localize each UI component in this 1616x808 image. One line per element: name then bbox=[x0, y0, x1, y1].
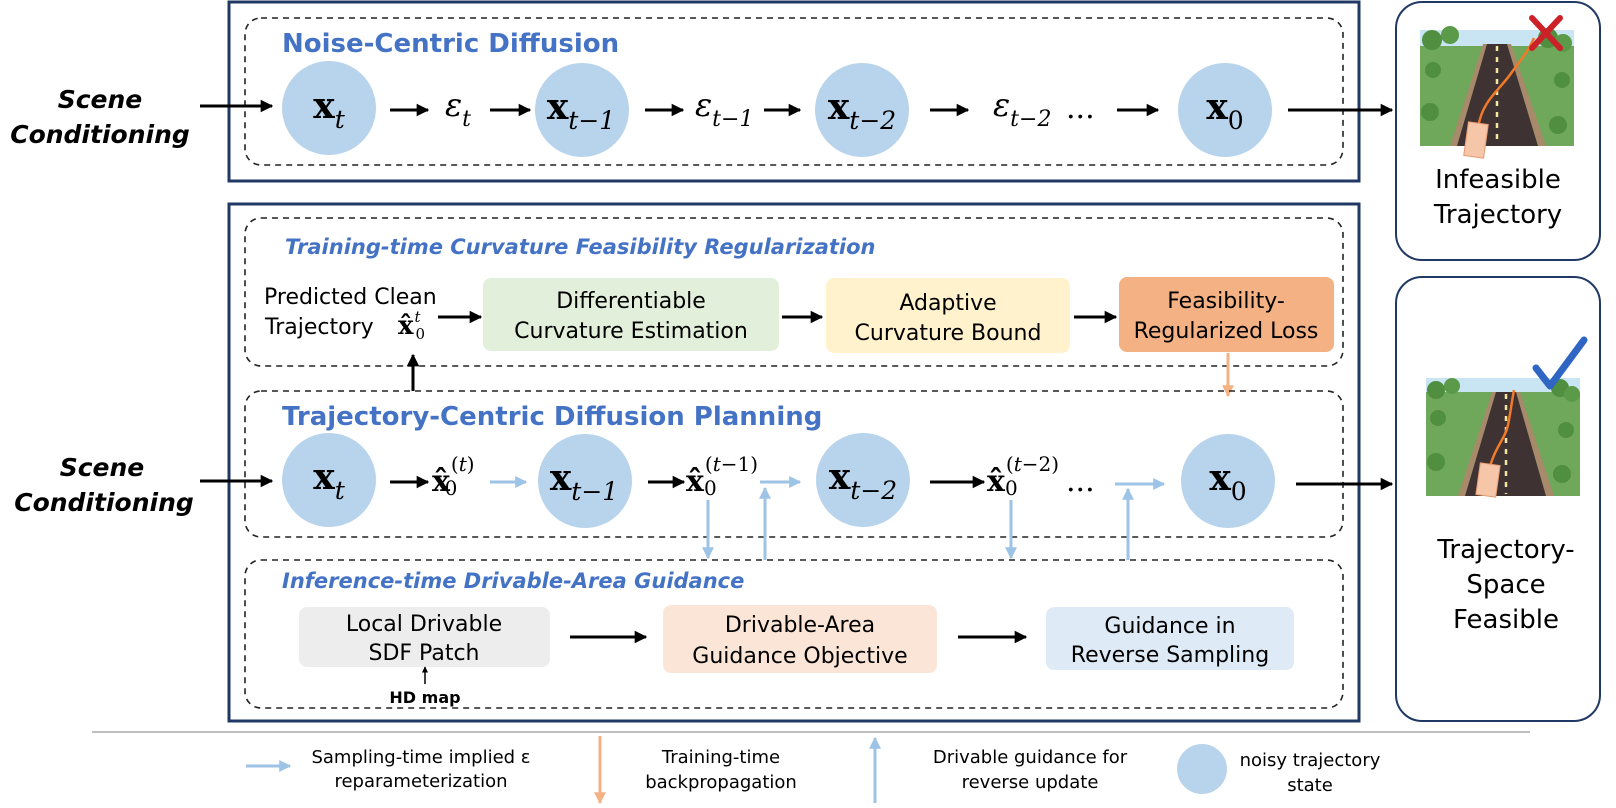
feasible-label-2: Space bbox=[1466, 570, 1545, 600]
predicted-clean-label-1: Predicted Clean bbox=[264, 285, 437, 310]
sdf-patch-label-1: Local Drivable bbox=[346, 612, 502, 637]
x0hat-t-2: x̂(t−2)0 bbox=[987, 452, 1059, 500]
legend-backprop-label-1: Training-time bbox=[661, 747, 780, 768]
feasibility-loss-label-2: Regularized Loss bbox=[1134, 319, 1319, 344]
trajectory-centric-title: Trajectory-Centric Diffusion Planning bbox=[282, 402, 822, 432]
legend-state-label-2: state bbox=[1287, 775, 1333, 796]
guidance-objective-label-1: Drivable-Area bbox=[725, 613, 875, 638]
hd-map-label: HD map bbox=[389, 688, 460, 707]
reverse-sampling-label-1: Guidance in bbox=[1104, 614, 1235, 639]
scene-conditioning-label-bottom: Scene bbox=[60, 453, 145, 482]
trajectory-centric-dashed-box bbox=[244, 390, 1344, 538]
epsilon-t: εt bbox=[445, 86, 471, 132]
adaptive-bound-label-2: Curvature Bound bbox=[855, 321, 1042, 346]
noise-centric-title: Noise-Centric Diffusion bbox=[282, 29, 619, 59]
infeasible-label-2: Trajectory bbox=[1433, 200, 1562, 230]
reverse-sampling-box bbox=[1046, 607, 1294, 670]
noise-centric-dashed-box bbox=[244, 17, 1344, 166]
curvature-estimation-box bbox=[483, 278, 779, 351]
legend-state-circle bbox=[1177, 744, 1227, 794]
proposed-method-panel bbox=[227, 202, 1361, 723]
road-illustration-feasible bbox=[1426, 378, 1580, 498]
check-mark-icon bbox=[1532, 336, 1588, 390]
state-xt-1-bottom-label: xt−1 bbox=[550, 457, 618, 506]
feasible-label-3: Feasible bbox=[1453, 605, 1559, 635]
epsilon-t-1: εt−1 bbox=[695, 86, 753, 132]
guidance-objective-box bbox=[663, 605, 937, 673]
legend-guidance-label-2: reverse update bbox=[962, 772, 1099, 793]
scene-conditioning-label-top: Scene bbox=[58, 85, 143, 114]
predicted-clean-label-2: Trajectory bbox=[264, 315, 374, 340]
road-illustration-infeasible bbox=[1420, 26, 1574, 159]
state-circle-xt-bottom bbox=[282, 433, 376, 527]
state-circle-xt-top bbox=[282, 61, 376, 155]
state-circle-xt-1-bottom bbox=[538, 434, 632, 528]
training-title: Training-time Curvature Feasibility Regu… bbox=[285, 235, 876, 259]
guidance-objective-label-2: Guidance Objective bbox=[692, 644, 907, 669]
inference-title: Inference-time Drivable-Area Guidance bbox=[282, 569, 744, 593]
noise-centric-panel bbox=[227, 0, 1361, 183]
state-circle-xt-2-bottom bbox=[816, 433, 910, 527]
legend-eps-label-1: Sampling-time implied ε bbox=[311, 747, 530, 768]
feasible-card bbox=[1395, 276, 1601, 722]
state-x0-top-label: x0 bbox=[1206, 86, 1243, 135]
scene-conditioning-label-top-2: Conditioning bbox=[10, 120, 190, 149]
curvature-estimation-label-1: Differentiable bbox=[556, 289, 706, 314]
state-x0-bottom-label: x0 bbox=[1209, 457, 1246, 506]
noise-ellipsis: ... bbox=[1066, 91, 1095, 126]
x0hat-t-1: x̂(t−1)0 bbox=[686, 452, 758, 500]
state-xt-top-label: xt bbox=[313, 85, 345, 134]
curvature-estimation-label-2: Curvature Estimation bbox=[514, 319, 748, 344]
state-circle-x0-bottom bbox=[1181, 434, 1275, 528]
sdf-patch-box bbox=[299, 607, 550, 667]
feasibility-loss-box bbox=[1119, 277, 1334, 352]
sdf-patch-label-2: SDF Patch bbox=[369, 641, 480, 666]
reverse-sampling-label-2: Reverse Sampling bbox=[1071, 643, 1269, 668]
legend-state-label-1: noisy trajectory bbox=[1240, 750, 1381, 771]
feasible-label-1: Trajectory- bbox=[1436, 535, 1574, 565]
cross-mark-icon bbox=[1529, 15, 1563, 51]
adaptive-bound-label-1: Adaptive bbox=[899, 291, 996, 316]
training-dashed-box bbox=[244, 217, 1344, 367]
state-xt-2-top-label: xt−2 bbox=[828, 86, 896, 135]
infeasible-label-1: Infeasible bbox=[1435, 165, 1561, 195]
legend-backprop-label-2: backpropagation bbox=[645, 772, 797, 793]
scene-conditioning-label-bottom-2: Conditioning bbox=[14, 488, 194, 517]
state-circle-xt-2-top bbox=[815, 63, 909, 157]
state-circle-xt-1-top bbox=[535, 63, 629, 157]
feasibility-loss-label-1: Feasibility- bbox=[1167, 289, 1285, 314]
adaptive-bound-box bbox=[826, 278, 1070, 353]
legend-guidance-label-1: Drivable guidance for bbox=[933, 747, 1128, 768]
epsilon-t-2: εt−2 bbox=[993, 86, 1051, 132]
x0hat-t: x̂(t)0 bbox=[432, 452, 475, 500]
state-xt-1-top-label: xt−1 bbox=[547, 86, 615, 135]
inference-dashed-box bbox=[244, 559, 1344, 709]
state-xt-2-bottom-label: xt−2 bbox=[829, 456, 897, 505]
state-xt-bottom-label: xt bbox=[313, 456, 345, 505]
state-circle-x0-top bbox=[1178, 63, 1272, 157]
legend-eps-label-2: reparameterization bbox=[334, 771, 507, 792]
trajectory-ellipsis: ... bbox=[1066, 464, 1095, 499]
